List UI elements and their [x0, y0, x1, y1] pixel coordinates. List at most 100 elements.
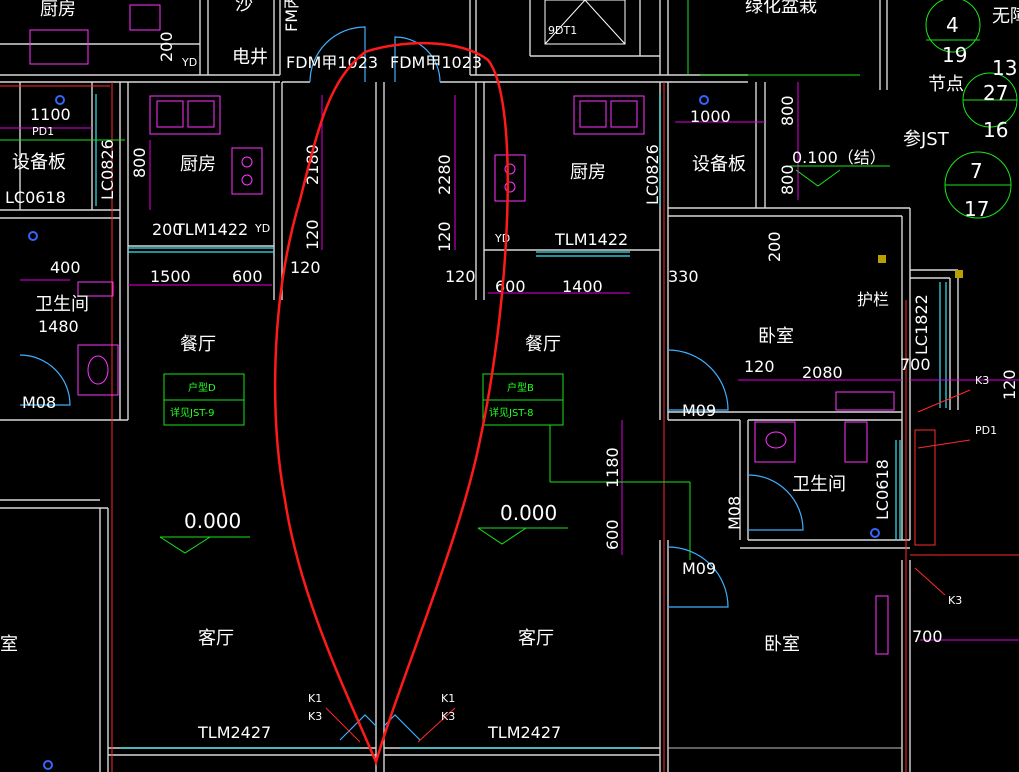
dim-120-a: 120 — [303, 219, 322, 250]
room-electric-shaft: 电井 — [232, 47, 268, 68]
room-living-right: 客厅 — [518, 628, 554, 649]
room-living-left: 客厅 — [198, 628, 234, 649]
dim-1400: 1400 — [562, 277, 603, 296]
label-pd1-left: PD1 — [32, 125, 54, 138]
label-k1-right: K1 — [441, 692, 455, 705]
room-bedroom-lower: 卧室 — [764, 634, 800, 655]
dimension-lines — [0, 82, 1019, 641]
dim-800-right-top: 800 — [778, 95, 797, 126]
elevation-marks: 0.000 0.000 — [184, 501, 557, 533]
door-m09-upper: M09 — [682, 401, 716, 420]
type-tag-1-line1: 户型D — [188, 381, 216, 394]
door-tlm-kitchen-left: TLM1422 — [174, 220, 248, 239]
door-tlm-living-right: TLM2427 — [487, 723, 561, 742]
door-m09-lower: M09 — [682, 559, 716, 578]
dim-2180: 2180 — [303, 144, 322, 185]
bubble-27: 27 — [983, 81, 1008, 105]
dim-120-c: 120 — [435, 221, 454, 252]
label-k1-left: K1 — [308, 692, 322, 705]
room-equipment-right: 设备板 — [692, 154, 746, 175]
bubble-13: 13 — [992, 56, 1017, 80]
door-fdm-left: FDM甲1023 — [286, 53, 378, 72]
label-ref-jst: 参JST — [903, 129, 950, 150]
dim-600-c: 600 — [603, 519, 622, 550]
room-partial-top-left: 沙 — [235, 0, 253, 15]
room-edge: 室 — [0, 634, 18, 655]
label-railing: 护栏 — [857, 290, 889, 309]
window-lc0826-left: LC0826 — [98, 139, 117, 200]
room-kitchen-right: 厨房 — [570, 162, 606, 183]
room-kitchen-left: 厨房 — [180, 154, 216, 175]
walls — [0, 0, 959, 772]
room-partial-top: FM丙 — [282, 0, 301, 32]
doors — [19, 26, 804, 741]
dim-200-a: 200 — [157, 31, 176, 62]
room-kitchen-top-left: 厨房 — [40, 0, 76, 20]
label-yd-a: YD — [181, 56, 197, 69]
label-k3-lower: K3 — [948, 594, 962, 607]
bubble-19: 19 — [942, 43, 967, 67]
label-pd1-right: PD1 — [975, 424, 997, 437]
window-lc0618-right: LC0618 — [873, 459, 892, 520]
room-greenery: 绿化盆栽 — [745, 0, 817, 17]
highlight-loop — [273, 41, 509, 766]
dim-700-b: 700 — [912, 627, 943, 646]
elevation-living-left: 0.000 — [184, 509, 241, 533]
type-tag-2-line2: 详见JST-8 — [489, 406, 533, 419]
callout-leaders — [325, 389, 971, 743]
room-dining-left: 餐厅 — [180, 334, 216, 355]
window-lc0826-right: LC0826 — [643, 144, 662, 205]
door-fdm-right: FDM甲1023 — [390, 53, 482, 72]
dim-2280: 2280 — [435, 154, 454, 195]
type-tag-2-line1: 户型B — [507, 381, 534, 394]
room-top-right-partial: 无障 — [992, 6, 1019, 27]
axis-lines — [0, 82, 1019, 772]
dim-1180: 1180 — [603, 447, 622, 488]
room-bedroom-upper: 卧室 — [758, 326, 794, 347]
room-dining-right: 餐厅 — [525, 334, 561, 355]
dim-120-b: 120 — [290, 258, 321, 277]
label-k3-right: K3 — [441, 710, 455, 723]
window-lc1822: LC1822 — [912, 294, 931, 355]
door-m08-right: M08 — [725, 496, 744, 530]
dim-120-d: 120 — [445, 267, 476, 286]
type-tags: 户型D 详见JST-9 户型B 详见JST-8 — [163, 373, 564, 426]
bubble-17: 17 — [964, 197, 989, 221]
room-bathroom-right: 卫生间 — [792, 474, 846, 495]
windows — [95, 94, 947, 749]
dim-800-right-bottom: 800 — [778, 164, 797, 195]
dim-800-left: 800 — [130, 147, 149, 178]
room-bathroom-left: 卫生间 — [35, 294, 89, 315]
label-9dt1: 9DT1 — [548, 24, 577, 37]
opening-codes: FDM甲1023 FDM甲1023 TLM1422 TLM1422 TLM242… — [5, 53, 931, 742]
dim-200-c: 200 — [765, 231, 784, 262]
bubble-4: 4 — [946, 13, 959, 37]
dim-330: 330 — [668, 267, 699, 286]
dim-200-b: 200 — [152, 220, 183, 239]
grid-bubbles: 4 19 13 27 16 7 17 — [942, 13, 1017, 221]
label-elevation-struct: 0.100（结） — [792, 148, 886, 167]
door-tlm-kitchen-right: TLM1422 — [554, 230, 628, 249]
dim-400: 400 — [50, 258, 81, 277]
label-yd-c: YD — [494, 232, 510, 245]
label-k3-upper: K3 — [975, 374, 989, 387]
door-m08-left: M08 — [22, 393, 56, 412]
dim-120-f: 120 — [1000, 369, 1019, 400]
misc-labels: PD1 PD1 YD YD YD 9DT1 节点 参JST 0.100（结） 护… — [32, 24, 997, 723]
fixtures — [28, 0, 963, 770]
dim-1000: 1000 — [690, 107, 731, 126]
dim-600-a: 600 — [232, 267, 263, 286]
dim-1100: 1100 — [30, 105, 71, 124]
annotation-lines — [0, 0, 1018, 560]
label-yd-b: YD — [254, 222, 270, 235]
dimension-values: 1100 1000 800 800 800 2180 2280 120 120 … — [30, 31, 1019, 646]
door-tlm-living-left: TLM2427 — [197, 723, 271, 742]
dim-120-e: 120 — [744, 357, 775, 376]
window-lc0618-left: LC0618 — [5, 188, 66, 207]
bubble-7: 7 — [970, 159, 983, 183]
dim-1500: 1500 — [150, 267, 191, 286]
type-tag-1-line2: 详见JST-9 — [170, 406, 214, 419]
bubble-16: 16 — [983, 118, 1008, 142]
elevation-living-right: 0.000 — [500, 501, 557, 525]
